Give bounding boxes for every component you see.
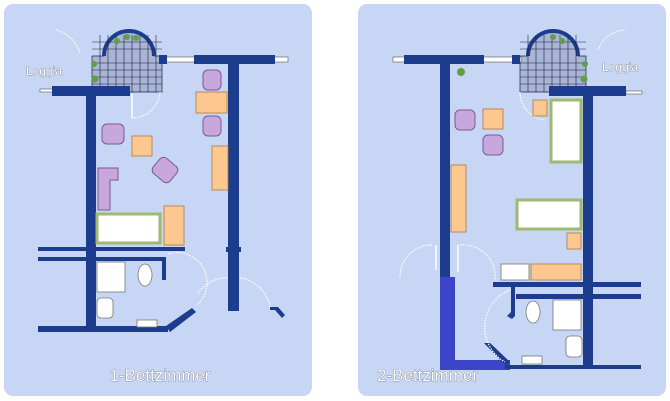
plant-icon: [124, 34, 130, 40]
dresser: [211, 145, 229, 191]
wardrobe: [163, 205, 185, 246]
room-type-title: 1-Bettzimmer: [109, 366, 210, 385]
plan-double-room: Loggia: [358, 4, 666, 396]
plant-icon: [457, 68, 465, 76]
sink: [565, 335, 583, 358]
coffee-table: [131, 135, 153, 157]
plant-icon: [559, 38, 565, 44]
nightstand: [532, 99, 548, 117]
room-type-title: 2-Bettzimmer: [377, 366, 478, 385]
sofa: [97, 167, 119, 211]
desk: [195, 91, 228, 114]
shower: [96, 261, 126, 293]
plant-icon: [550, 34, 556, 40]
plant-icon: [133, 35, 139, 41]
washbasin: [500, 263, 530, 281]
toilet: [137, 263, 153, 287]
bed: [549, 98, 583, 164]
armchair: [454, 109, 476, 131]
sink: [96, 297, 114, 319]
loggia-label: Loggia: [602, 60, 638, 74]
shelf: [136, 319, 158, 328]
chair: [202, 69, 222, 91]
plant-icon: [91, 75, 99, 83]
chair: [202, 115, 222, 137]
wardrobe: [530, 263, 582, 281]
armchair: [101, 123, 125, 145]
shelf: [521, 355, 543, 365]
bed: [95, 212, 162, 245]
loggia: [457, 29, 588, 93]
plant-icon: [582, 61, 588, 67]
plant-icon: [114, 38, 120, 44]
bed: [515, 198, 583, 231]
armchair: [151, 156, 179, 184]
loggia: [91, 29, 163, 93]
loggia-label: Loggia: [26, 64, 62, 78]
shower: [552, 299, 582, 331]
dresser: [450, 164, 467, 233]
entrance-wall-highlight: [440, 277, 455, 369]
nightstand: [566, 232, 582, 250]
toilet: [525, 300, 541, 324]
plant-icon: [91, 61, 97, 67]
coffee-table: [482, 108, 504, 130]
plant-icon: [580, 75, 588, 83]
plan-single-room: Loggia 1-Be: [4, 4, 312, 396]
armchair: [482, 134, 504, 156]
